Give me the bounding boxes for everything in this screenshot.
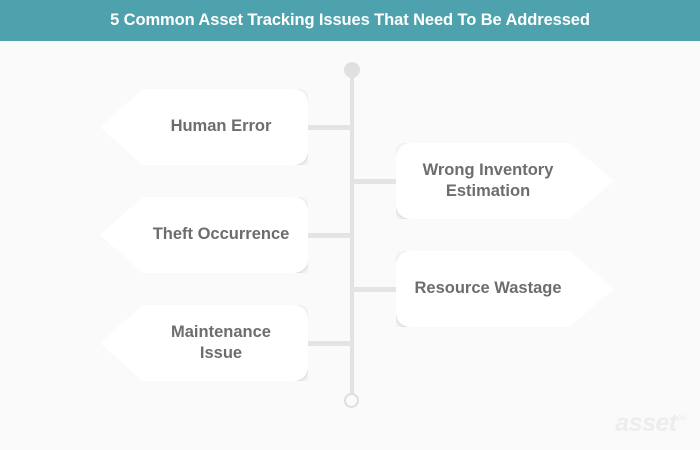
page-title: 5 Common Asset Tracking Issues That Need…	[110, 11, 590, 29]
node-label: Human Error	[170, 117, 272, 136]
node-left-maintenance-issue[interactable]: Maintenance Issue	[100, 305, 308, 381]
node-label: Resource Wastage	[414, 279, 562, 298]
watermark-text: asset	[615, 409, 677, 437]
spine-top-dot-icon	[344, 62, 360, 78]
node-right-wrong-inventory-estimation[interactable]: Wrong Inventory Estimation	[396, 143, 614, 219]
infinity-icon: ∞	[676, 409, 686, 425]
connector-left-1	[306, 125, 352, 130]
header-bar	[0, 0, 700, 41]
connector-right-2	[352, 287, 400, 292]
connector-left-3	[306, 341, 352, 346]
node-label: Wrong Inventory Estimation	[422, 160, 554, 200]
node-left-theft-occurrence[interactable]: Theft Occurrence	[100, 197, 308, 273]
connector-left-2	[306, 233, 352, 238]
spine-line	[350, 70, 354, 402]
watermark-logo: asset∞	[615, 409, 686, 438]
node-label: Theft Occurrence	[152, 225, 290, 244]
connector-right-1	[352, 179, 400, 184]
node-left-human-error[interactable]: Human Error	[100, 89, 308, 165]
node-label: Maintenance Issue	[171, 322, 271, 362]
spine-bottom-circle-icon	[344, 393, 359, 408]
node-right-resource-wastage[interactable]: Resource Wastage	[396, 251, 614, 327]
